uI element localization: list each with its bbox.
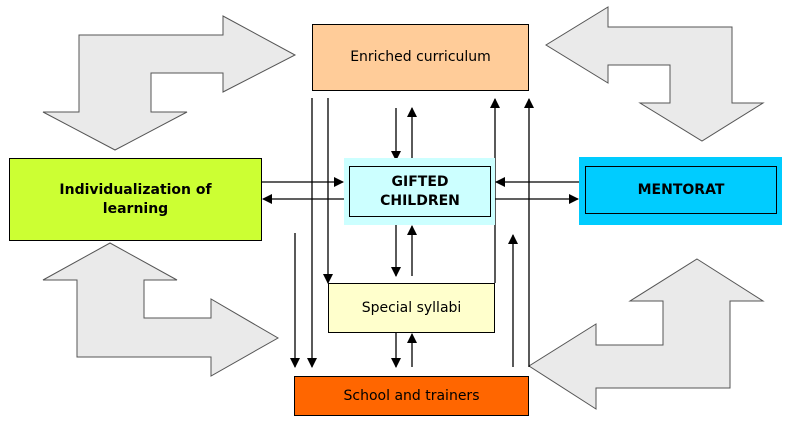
bent-arrow-bottom-right — [528, 258, 765, 410]
node-individualization-of-learning: Individualization of learning — [9, 158, 262, 241]
node-enriched-curriculum: Enriched curriculum — [312, 24, 529, 91]
node-label: GIFTED CHILDREN — [380, 173, 460, 209]
node-special-syllabi: Special syllabi — [328, 283, 495, 333]
node-gifted-children: GIFTED CHILDREN — [349, 166, 491, 217]
node-label: School and trainers — [343, 387, 480, 404]
bent-arrow-top-right — [545, 6, 765, 142]
node-school-and-trainers: School and trainers — [294, 376, 529, 416]
node-label: Individualization of learning — [59, 181, 212, 217]
bent-arrow-top-left — [42, 15, 297, 151]
node-label: Enriched curriculum — [350, 49, 491, 65]
node-label: MENTORAT — [637, 181, 725, 198]
bent-arrow-bottom-left — [42, 242, 280, 377]
node-mentorat: MENTORAT — [585, 166, 777, 214]
node-label: Special syllabi — [361, 299, 462, 316]
